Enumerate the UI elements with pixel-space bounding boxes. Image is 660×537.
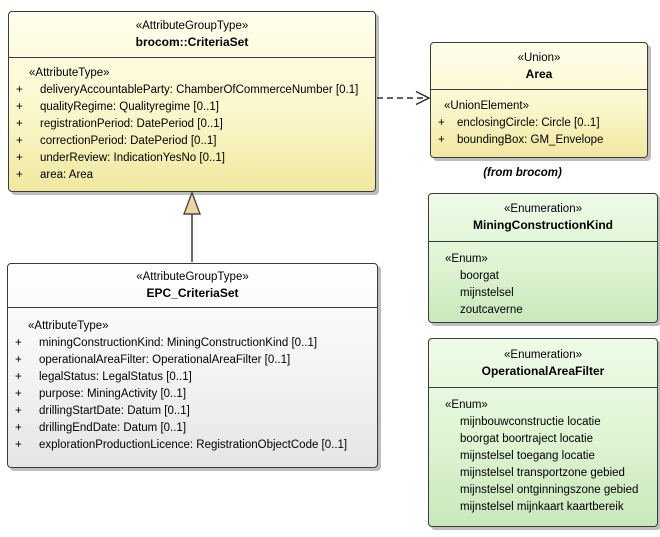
visibility-plus: + xyxy=(16,169,23,181)
operationalareafilter-header: «Enumeration» OperationalAreaFilter xyxy=(429,339,657,388)
operationalareafilter-name: OperationalAreaFilter xyxy=(481,363,605,378)
epc-attributes: «AttributeType» + miningConstructionKind:… xyxy=(8,308,377,454)
miningconstructionkind-header: «Enumeration» MiningConstructionKind xyxy=(429,194,657,242)
area-section-stereotype: «UnionElement» xyxy=(444,100,530,112)
dependency-arrow-criteriaset-to-area[interactable] xyxy=(377,90,431,106)
miningconstructionkind-literals: «Enum» boorgat mijnstelsel zoutcaverne xyxy=(429,242,657,319)
enumeration-operationalareafilter[interactable]: «Enumeration» OperationalAreaFilter «Enu… xyxy=(428,338,658,527)
attribute-row: + purpose: MiningActivity [0..1] xyxy=(8,386,377,403)
criteriaset-attributes: «AttributeType» + deliveryAccountablePart… xyxy=(9,58,375,184)
class-brocom-criteriaset[interactable]: «AttributeGroupType» brocom::CriteriaSet… xyxy=(8,11,376,192)
attribute-row: + enclosingCircle: Circle [0..1] xyxy=(431,115,647,132)
area-stereotype: «Union» xyxy=(517,51,561,64)
attribute-text: operationalAreaFilter: OperationalAreaFi… xyxy=(39,354,291,366)
visibility-plus: + xyxy=(15,354,22,366)
attribute-text: enclosingCircle: Circle [0..1] xyxy=(457,117,600,129)
miningconstructionkind-stereotype: «Enumeration» xyxy=(504,203,582,215)
enum-section-stereotype: «Enum» xyxy=(445,253,488,265)
attribute-row: + underReview: IndicationYesNo [0..1] xyxy=(9,150,375,167)
enum-literal: mijnstelsel mijnkaart kaartbereik xyxy=(460,501,624,513)
attribute-row: + boundingBox: GM_Envelope xyxy=(431,132,647,149)
attribute-text: area: Area xyxy=(40,169,94,181)
attribute-row: + drillingEndDate: Datum [0..1] xyxy=(8,420,377,437)
attribute-text: deliveryAccountableParty: ChamberOfComme… xyxy=(40,84,359,96)
class-area-union[interactable]: «Union» Area «UnionElement» + enclosingCi… xyxy=(430,42,648,158)
epc-name: EPC_CriteriaSet xyxy=(146,286,239,300)
visibility-plus: + xyxy=(16,118,23,130)
attribute-row: + miningConstructionKind: MiningConstruct… xyxy=(8,335,377,352)
attribute-text: drillingStartDate: Datum [0..1] xyxy=(39,405,190,417)
visibility-plus: + xyxy=(15,337,22,349)
attribute-row: + operationalAreaFilter: OperationalAreaF… xyxy=(8,352,377,369)
visibility-plus: + xyxy=(16,135,23,147)
attribute-text: qualityRegime: Qualityregime [0..1] xyxy=(40,101,219,113)
attribute-row: + area: Area xyxy=(9,167,375,184)
enum-section-stereotype: «Enum» xyxy=(445,399,488,411)
operationalareafilter-stereotype: «Enumeration» xyxy=(504,348,582,361)
attribute-text: miningConstructionKind: MiningConstructi… xyxy=(39,337,318,349)
visibility-plus: + xyxy=(16,101,23,113)
area-from-package-note: (from brocom) xyxy=(483,167,562,179)
visibility-plus: + xyxy=(15,371,22,383)
attribute-text: purpose: MiningActivity [0..1] xyxy=(39,388,187,400)
attribute-text: registrationPeriod: DatePeriod [0..1] xyxy=(40,118,223,130)
visibility-plus: + xyxy=(15,439,22,451)
attribute-row: + qualityRegime: Qualityregime [0..1] xyxy=(9,99,375,116)
area-name: Area xyxy=(525,66,553,81)
attribute-row: + registrationPeriod: DatePeriod [0..1] xyxy=(9,116,375,133)
attribute-text: underReview: IndicationYesNo [0..1] xyxy=(40,152,225,164)
visibility-plus: + xyxy=(15,388,22,400)
visibility-plus: + xyxy=(438,117,445,129)
attribute-text: explorationProductionLicence: Registrati… xyxy=(39,439,348,451)
operationalareafilter-literals: «Enum» mijnbouwconstructie locatie boorg… xyxy=(429,388,657,516)
epc-section-stereotype: «AttributeType» xyxy=(28,320,109,332)
enum-literal: mijnstelsel xyxy=(460,287,514,299)
attribute-text: correctionPeriod: DatePeriod [0..1] xyxy=(40,135,217,147)
visibility-plus: + xyxy=(15,422,22,434)
generalization-arrow-epc-to-criteriaset[interactable] xyxy=(182,190,202,263)
criteriaset-header: «AttributeGroupType» brocom::CriteriaSet xyxy=(9,12,375,58)
class-epc-criteriaset[interactable]: «AttributeGroupType» EPC_CriteriaSet «At… xyxy=(7,263,378,468)
criteriaset-section-stereotype: «AttributeType» xyxy=(29,67,110,79)
attribute-text: boundingBox: GM_Envelope xyxy=(457,134,604,146)
area-header: «Union» Area xyxy=(431,43,647,90)
criteriaset-name: brocom::CriteriaSet xyxy=(135,35,249,49)
attribute-row: + legalStatus: LegalStatus [0..1] xyxy=(8,369,377,386)
visibility-plus: + xyxy=(16,84,23,96)
epc-stereotype: «AttributeGroupType» xyxy=(136,271,249,283)
miningconstructionkind-name: MiningConstructionKind xyxy=(473,218,613,232)
visibility-plus: + xyxy=(15,405,22,417)
enum-literal: mijnbouwconstructie locatie xyxy=(460,416,601,428)
epc-header: «AttributeGroupType» EPC_CriteriaSet xyxy=(8,264,377,308)
attribute-row: + explorationProductionLicence: Registrat… xyxy=(8,437,377,454)
enum-literal: boorgat boortraject locatie xyxy=(460,433,593,445)
attribute-text: drillingEndDate: Datum [0..1] xyxy=(39,422,187,434)
area-attributes: «UnionElement» + enclosingCircle: Circle … xyxy=(431,90,647,149)
attribute-row: + drillingStartDate: Datum [0..1] xyxy=(8,403,377,420)
criteriaset-stereotype: «AttributeGroupType» xyxy=(135,20,249,32)
attribute-text: legalStatus: LegalStatus [0..1] xyxy=(39,371,192,383)
enum-literal: zoutcaverne xyxy=(460,304,523,316)
enum-literal: mijnstelsel toegang locatie xyxy=(460,450,595,462)
enum-literal: mijnstelsel transportzone gebied xyxy=(460,467,625,479)
visibility-plus: + xyxy=(16,152,23,164)
enum-literal: boorgat xyxy=(460,270,500,282)
attribute-row: + correctionPeriod: DatePeriod [0..1] xyxy=(9,133,375,150)
enumeration-miningconstructionkind[interactable]: «Enumeration» MiningConstructionKind «En… xyxy=(428,193,658,323)
enum-literal: mijnstelsel ontginningszone gebied xyxy=(460,484,639,496)
attribute-row: + deliveryAccountableParty: ChamberOfComm… xyxy=(9,82,375,99)
visibility-plus: + xyxy=(438,134,445,146)
